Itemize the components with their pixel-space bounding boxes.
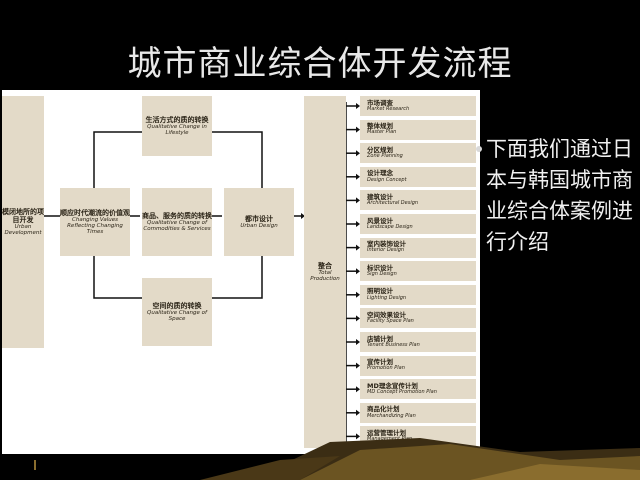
production-item-en: Interior Design (367, 247, 405, 254)
production-box-zh: 整合 (318, 261, 332, 270)
production-item-en: Market Research (367, 105, 410, 112)
values-box-en: Changing Values Reflecting Changing Time… (67, 216, 123, 236)
production-item-zh: 风景设计 (367, 216, 393, 225)
production-box-en: Total Production (310, 269, 340, 283)
production-item-en: Tenant Business Plan (367, 341, 420, 348)
production-item-en: Merchandizing Plan (367, 412, 416, 419)
production-item-en: Facility Space Plan (367, 318, 414, 325)
production-box: 整合 Total Production (304, 96, 346, 448)
production-item-en: Zone Planning (367, 153, 403, 159)
production-item-en: Design Concept (367, 176, 407, 183)
process-diagram: 模闭地所的项目开发 Urban Development 顺应时代潮流的价值观 C… (2, 90, 480, 454)
production-item-zh: 设计理念 (367, 169, 393, 178)
item-arrowhead (356, 386, 360, 393)
left-box-zh: 模闭地所的项目开发 (2, 207, 44, 224)
values-box: 顺应时代潮流的价值观 Changing Values Reflecting Ch… (60, 188, 130, 256)
item-arrowhead (356, 150, 360, 157)
commodities-box-en: Qualitative Change of Commodities & Serv… (143, 219, 211, 233)
production-item-zh: 标识设计 (367, 263, 393, 272)
item-arrowhead (356, 126, 360, 133)
item-arrowhead (356, 409, 360, 416)
item-arrowhead (356, 244, 360, 251)
space-box-en: Qualitative Change of Space (147, 309, 207, 323)
production-item-zh: 商品化计划 (367, 405, 400, 414)
item-arrowhead (356, 315, 360, 322)
production-item-zh: 运营管理计划 (367, 429, 406, 438)
production-item-zh: 室内装饰设计 (367, 240, 406, 249)
production-item-en: Management Plan (367, 436, 413, 443)
production-item-zh: MD理念宣传计划 (367, 381, 418, 390)
item-arrowhead (356, 197, 360, 204)
lifestyle-box-zh: 生活方式的质的转换 (145, 115, 209, 124)
production-item-en: Promotion Plan (367, 365, 405, 372)
commodities-box-zh: 商品、服务的质的转换 (142, 211, 212, 220)
production-item-en: Architectural Design (367, 200, 419, 207)
production-item-en: Master Plan (367, 129, 397, 136)
production-item-en: Lighting Design (367, 294, 407, 301)
slide-title: 城市商业综合体开发流程 (127, 44, 513, 84)
item-arrowhead (356, 173, 360, 180)
production-item-en: MD Concept Promotion Plan (367, 389, 437, 395)
lifestyle-box: 生活方式的质的转换 Qualitative Change in Lifestyl… (142, 96, 212, 156)
production-item-zh: 店铺计划 (367, 334, 393, 343)
left-box-en: Urban Development (4, 223, 42, 237)
lifestyle-box-en: Qualitative Change in Lifestyle (147, 123, 207, 137)
values-box-zh: 顺应时代潮流的价值观 (60, 208, 130, 217)
production-item-zh: 宣传计划 (367, 358, 393, 367)
item-arrowhead (356, 221, 360, 227)
item-arrowhead (356, 268, 360, 275)
item-arrowhead (356, 291, 360, 298)
bullet-text: 下面我们通过日本与韩国城市商业综合体案例进行介绍 (486, 137, 633, 254)
urban-design-box: 都市设计 Urban Design (224, 188, 294, 256)
production-item-zh: 建筑设计 (367, 193, 393, 202)
production-item-zh: 照明设计 (367, 287, 393, 296)
production-item-zh: 整体规划 (367, 122, 393, 131)
item-arrowhead (356, 103, 360, 109)
diagram-connectors (44, 102, 360, 442)
urban-design-box-en: Urban Design (240, 222, 278, 229)
item-arrowhead (356, 433, 360, 440)
space-box: 空间的质的转换 Qualitative Change of Space (142, 278, 212, 346)
bullet-icon (476, 146, 482, 152)
production-item-zh: 分区规划 (367, 145, 393, 154)
production-item-en: Landscape Design (367, 223, 413, 230)
production-item-zh: 空间效果设计 (367, 311, 406, 320)
left-box: 模闭地所的项目开发 Urban Development (2, 96, 44, 348)
space-box-zh: 空间的质的转换 (152, 301, 202, 310)
production-item-zh: 市场调查 (367, 98, 393, 107)
urban-design-box-zh: 都市设计 (245, 214, 273, 223)
item-arrowhead (356, 339, 360, 345)
item-arrowhead (356, 362, 360, 369)
commodities-box: 商品、服务的质的转换 Qualitative Change of Commodi… (142, 188, 212, 256)
production-item-en: Sign Design (367, 271, 397, 277)
decorative-floor (34, 438, 640, 480)
